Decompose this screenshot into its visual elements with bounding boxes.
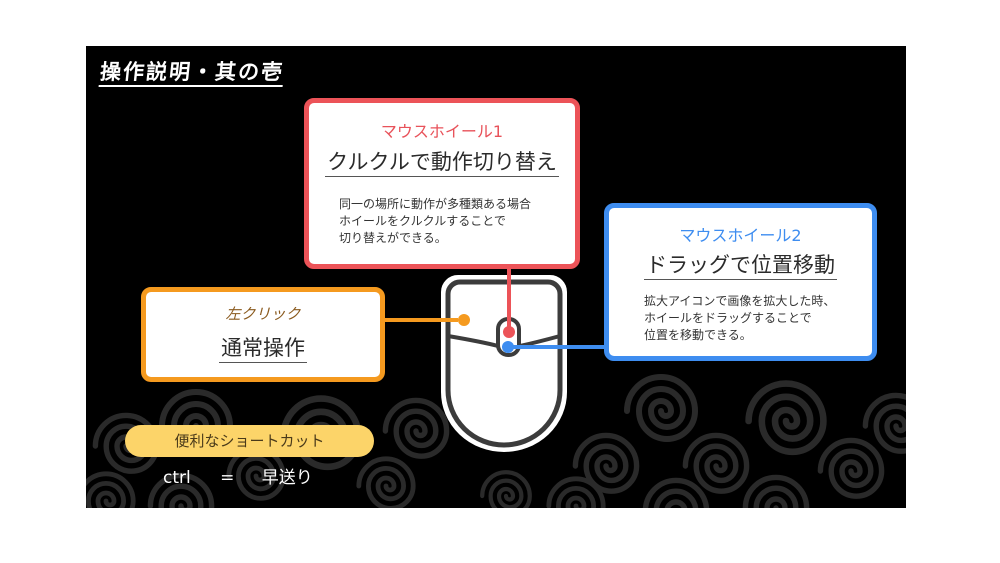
shortcut-key: ctrl [163, 468, 191, 488]
card-kicker: マウスホイール2 [679, 226, 802, 245]
shortcut-row: ctrl = 早送り [163, 463, 313, 488]
wheel-drag-card: マウスホイール2 ドラッグで位置移動 拡大アイコンで画像を拡大した時、 ホイール… [604, 203, 877, 361]
left-click-card: 左クリック 通常操作 [141, 287, 385, 382]
mouse-icon [441, 275, 567, 452]
shortcut-label: 便利なショートカット [125, 425, 374, 457]
card-body: 同一の場所に動作が多種類ある場合 ホイールをクルクルすることで 切り替えができる… [339, 197, 532, 245]
card-heading: ドラッグで位置移動 [609, 249, 872, 280]
card-kicker: マウスホイール1 [380, 122, 504, 141]
wheel-scroll-card: マウスホイール1 クルクルで動作切り替え 同一の場所に動作が多種類ある場合 ホイ… [304, 98, 580, 269]
shortcut-action: 早送り [261, 468, 313, 488]
card-heading: 通常操作 [146, 332, 380, 363]
card-heading: クルクルで動作切り替え [309, 146, 575, 177]
card-kicker: 左クリック [225, 305, 301, 323]
instruction-slide: 操作説明・其の壱 マウスホイール1 クルクルで動作切り替え 同一の場所に動作が多… [86, 46, 906, 508]
card-body: 拡大アイコンで画像を拡大した時、 ホイールをドラッグすることで 位置を移動できる… [644, 294, 836, 342]
shortcut-equals: = [220, 468, 235, 488]
